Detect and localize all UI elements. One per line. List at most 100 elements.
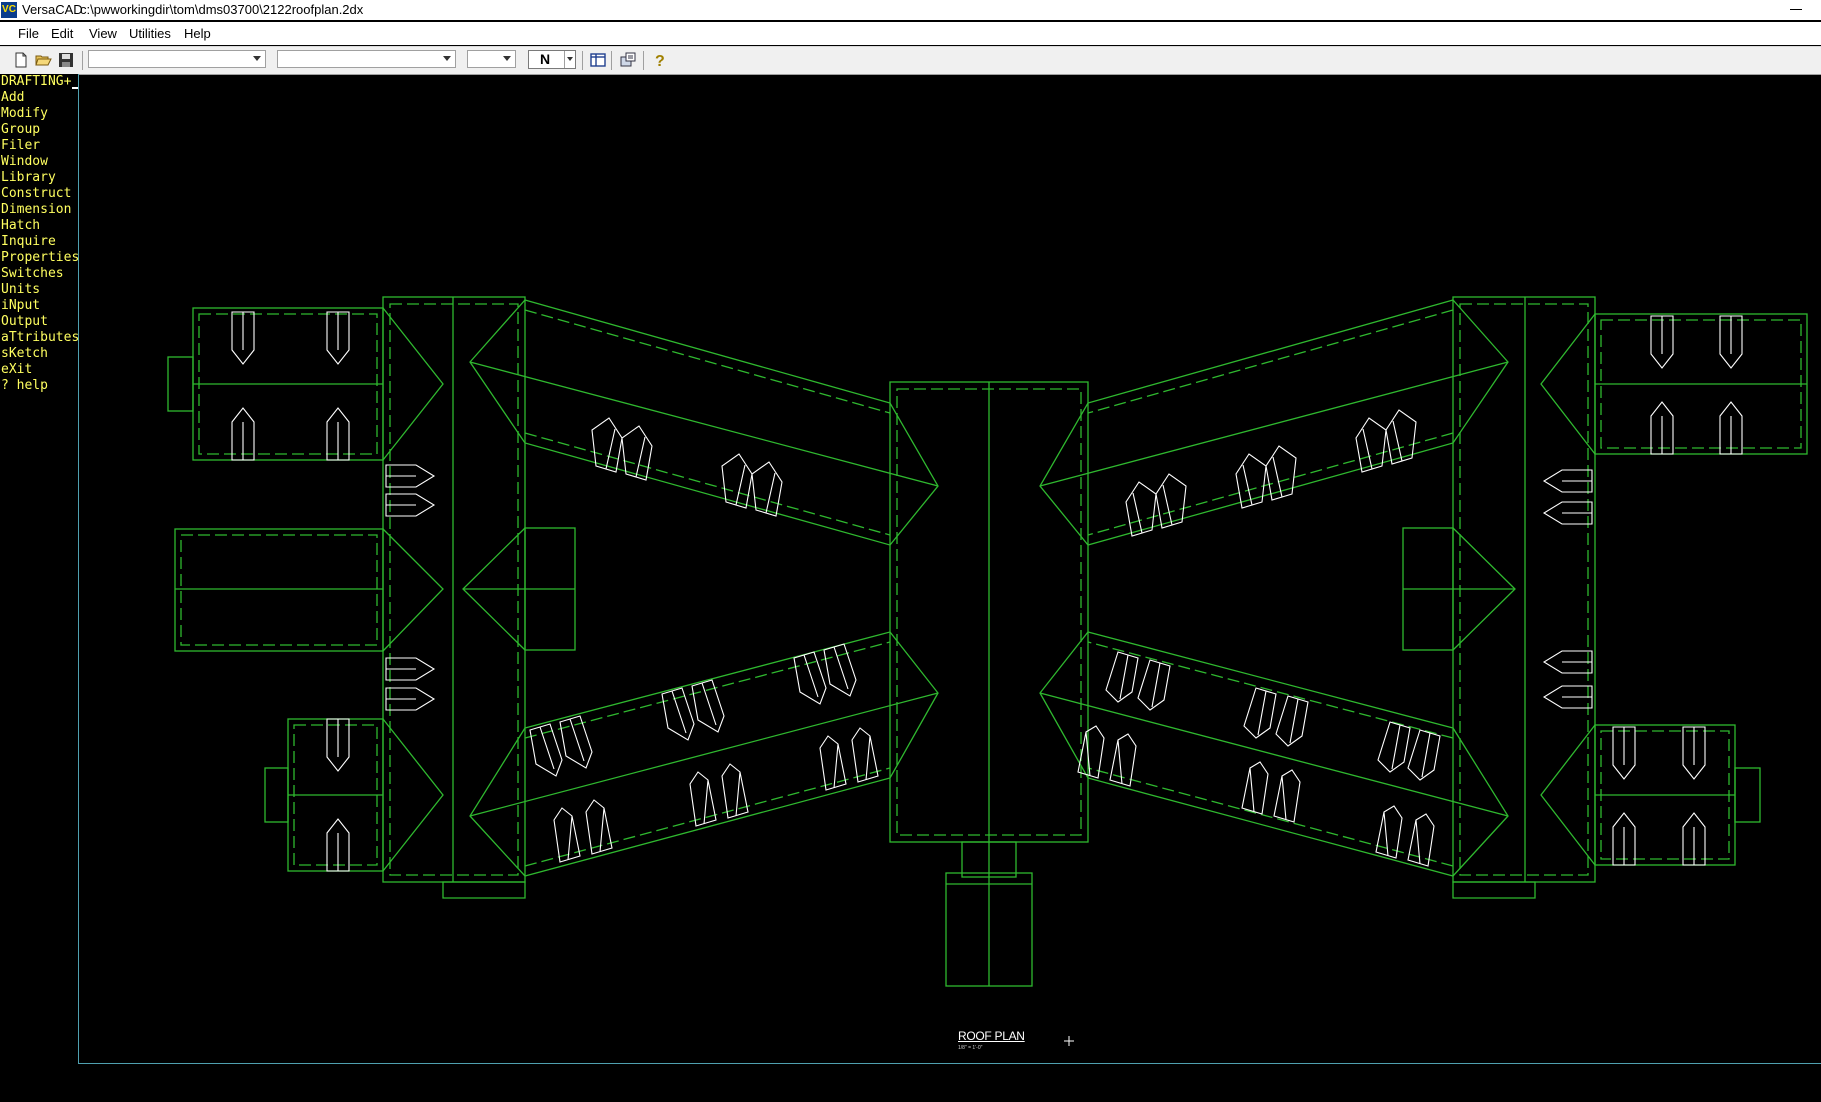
screen-menu-item-switches[interactable]: Switches [1, 266, 64, 281]
screen-menu-item-modify[interactable]: Modify [1, 106, 48, 121]
urw-ridge [1039, 361, 1509, 487]
screen-menu-item-help[interactable]: ? help [1, 378, 48, 393]
screen-menu-item-dimension[interactable]: Dimension [1, 202, 72, 217]
layout-panel-icon[interactable] [589, 51, 607, 69]
dormer [1385, 409, 1417, 465]
dormer [1719, 315, 1743, 369]
toolbar-separator [82, 51, 83, 70]
menu-file[interactable]: File [18, 26, 39, 41]
screen-menu-item-filer[interactable]: Filer [1, 138, 41, 153]
dormer [326, 718, 350, 772]
dormer [1650, 401, 1674, 455]
frl-hip [1540, 724, 1596, 866]
llw-eave-bot [524, 767, 891, 867]
screen-menu-item-attributes[interactable]: aTtributes [1, 330, 80, 345]
north-combo[interactable]: N [528, 50, 576, 69]
svg-text:?: ? [655, 53, 665, 69]
toolbar-separator [611, 51, 612, 70]
dormer [1273, 769, 1301, 823]
menu-divider [0, 46, 1821, 47]
dormer [751, 461, 783, 517]
screen-menu-item-sketch[interactable]: sKetch [1, 346, 48, 361]
dormer [689, 771, 717, 827]
screen-menu-item-library[interactable]: Library [1, 170, 56, 185]
minimize-button[interactable] [1790, 9, 1802, 10]
pen-combo[interactable] [277, 50, 456, 68]
dormer [823, 643, 857, 697]
left-spine-stair [442, 881, 526, 899]
properties-icon[interactable] [619, 51, 637, 69]
dormer [1265, 445, 1297, 501]
dormer [326, 311, 350, 365]
screen-menu-item-add[interactable]: Add [1, 90, 25, 105]
roof-plan-drawing [167, 296, 1808, 987]
far-left-mid-eave [180, 534, 378, 646]
new-file-icon[interactable] [12, 51, 30, 69]
layer-combo[interactable] [88, 50, 266, 68]
dormer [1105, 651, 1139, 703]
dormer [385, 687, 436, 711]
lrw-eave-top [1087, 641, 1454, 739]
drawing-title: ROOF PLAN [958, 1029, 1025, 1043]
screen-menu-item-inquire[interactable]: Inquire [1, 234, 56, 249]
screen-menu-item-input[interactable]: iNput [1, 298, 41, 313]
combo-divider [564, 51, 565, 68]
menu-utilities[interactable]: Utilities [129, 26, 171, 41]
screen-menu-item-exit[interactable]: eXit [1, 362, 33, 377]
dormer [721, 763, 749, 819]
size-combo[interactable] [467, 50, 516, 68]
save-disk-icon[interactable] [57, 51, 75, 69]
dormer [1542, 469, 1593, 493]
menu-bar: File Edit View Utilities Help [0, 22, 1821, 47]
dormer [1137, 659, 1171, 711]
toolbar-separator [582, 51, 583, 70]
frl-stub [1734, 767, 1761, 823]
dormer [1650, 315, 1674, 369]
screen-menu-item-group[interactable]: Group [1, 122, 41, 137]
lrw-eave-bot [1087, 767, 1454, 867]
dormer [1612, 726, 1636, 780]
fru-hip [1540, 313, 1596, 455]
screen-menu-item-output[interactable]: Output [1, 314, 48, 329]
open-folder-icon[interactable] [34, 51, 52, 69]
dormer [1125, 481, 1157, 537]
menu-help[interactable]: Help [184, 26, 211, 41]
menu-edit[interactable]: Edit [51, 26, 74, 41]
screen-menu-item-properties[interactable]: Properties [1, 250, 80, 265]
dormer [591, 417, 623, 473]
flm-hip [382, 528, 444, 652]
dormer [385, 464, 436, 488]
dormer [1077, 725, 1105, 779]
menu-view[interactable]: View [89, 26, 117, 41]
dormer [529, 723, 563, 777]
dormer [691, 679, 725, 733]
screen-menu-item-construct[interactable]: Construct [1, 186, 72, 201]
app-logo-icon: VC [1, 2, 17, 18]
dormer [721, 453, 753, 509]
center-link [961, 841, 1017, 878]
screen-menu-item-window[interactable]: Window [1, 154, 48, 169]
dormer [819, 735, 847, 791]
dormer [585, 799, 613, 855]
drawing-canvas[interactable] [78, 74, 1821, 1064]
dormer [1542, 685, 1593, 709]
screen-menu-header: DRAFTING+ [1, 74, 72, 89]
dormer [1407, 729, 1441, 781]
toolbar: N ? [0, 47, 1821, 75]
far-left-mid-wing [174, 528, 384, 652]
dormer [1243, 687, 1277, 739]
right-spine-stair [1452, 881, 1536, 899]
north-value: N [540, 51, 551, 67]
screen-menu-item-units[interactable]: Units [1, 282, 41, 297]
ulw-eave-top [524, 309, 891, 414]
crosshair-cursor-icon [1064, 1036, 1074, 1046]
dormer [385, 657, 436, 681]
urw-eave-bot [1087, 432, 1454, 536]
lrw-ridge [1039, 692, 1509, 817]
screen-menu-item-hatch[interactable]: Hatch [1, 218, 41, 233]
dormer [1407, 813, 1435, 867]
chevron-down-icon [503, 56, 511, 61]
chevron-down-icon [567, 57, 573, 61]
help-question-icon[interactable]: ? [651, 51, 669, 69]
flu-stub [167, 356, 194, 412]
